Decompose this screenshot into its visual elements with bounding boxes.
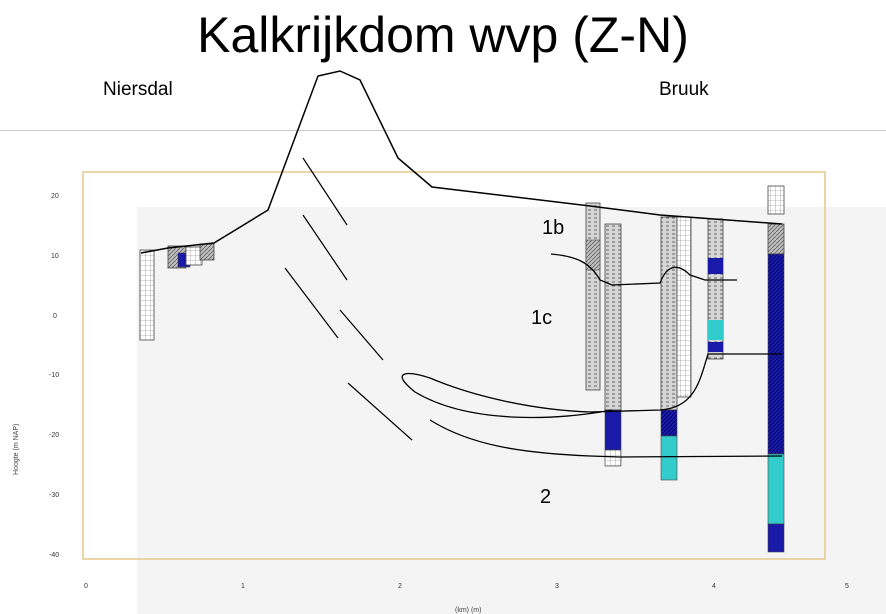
x-tick-label: 1: [241, 583, 245, 590]
unit-boundary-1c: [401, 353, 782, 419]
boring-group-left: [139, 243, 215, 341]
boring-column: [139, 249, 155, 341]
y-axis-label: Hoogte (m NAP): [13, 424, 20, 475]
x-tick-label: 4: [712, 583, 716, 590]
x-axis-label: (km) (m): [455, 607, 481, 614]
unit-label: 1c: [531, 307, 552, 329]
boring-column: [199, 243, 215, 261]
x-tick-label: 0: [84, 583, 88, 590]
unit-boundary-1b: [550, 253, 737, 286]
boring-column: [767, 223, 785, 255]
y-tick-label: -20: [49, 432, 59, 439]
boring-column: [676, 216, 692, 398]
unit-boundary-2: [429, 419, 783, 458]
title-divider: [0, 130, 886, 131]
y-tick-label: 20: [51, 193, 59, 200]
x-tick-label: 5: [845, 583, 849, 590]
boring-column: [660, 216, 678, 411]
plot-background: [137, 207, 886, 614]
y-tick-label: -30: [49, 492, 59, 499]
y-tick-label: -10: [49, 372, 59, 379]
unit-label: 1b: [542, 217, 564, 239]
x-tick-label: 3: [555, 583, 559, 590]
x-tick-label: 2: [398, 583, 402, 590]
boring-column: [604, 223, 622, 411]
y-tick-label: 10: [51, 253, 59, 260]
boring-column: [767, 185, 785, 215]
boring-column: [585, 202, 601, 391]
plot-frame: [82, 171, 826, 560]
y-tick-label: -40: [49, 552, 59, 559]
location-label-south: Niersdal: [103, 79, 173, 100]
location-label-north: Bruuk: [659, 79, 709, 100]
y-tick-label: 0: [53, 313, 57, 320]
unit-label: 2: [540, 486, 551, 508]
boring-group-right: [585, 185, 785, 553]
surface-profile-line: [140, 70, 783, 254]
diagonal-lines: [284, 157, 413, 441]
slide-title: Kalkrijkdom wvp (Z-N): [197, 7, 689, 63]
